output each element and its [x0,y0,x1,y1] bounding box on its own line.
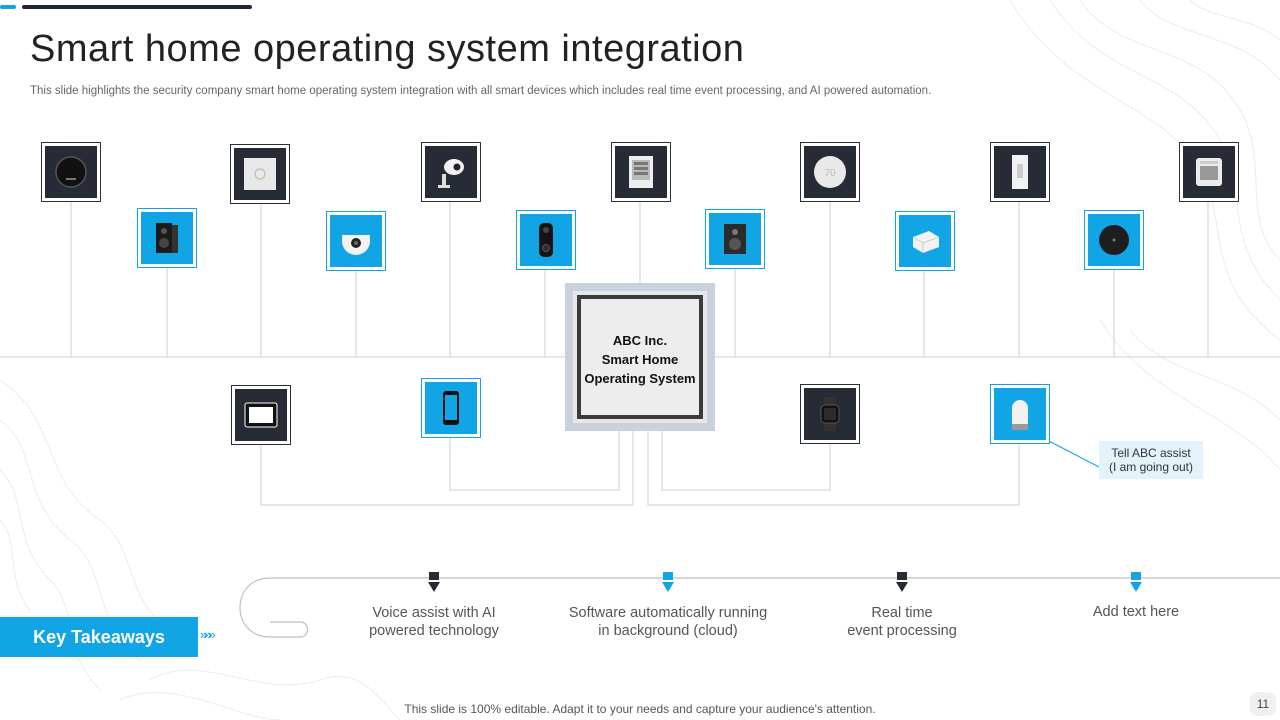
device-tile-video-doorbell[interactable] [516,210,576,270]
takeaway-3-line-2: event processing [847,623,957,639]
timeline-marker-4 [1130,572,1142,592]
device-tile-subwoofer[interactable] [705,209,765,269]
robot-vacuum-icon [55,156,87,188]
air-purifier-icon [1196,158,1222,186]
speaker-icon [156,223,178,253]
device-tile-tablet[interactable] [231,385,291,445]
takeaway-2-line-1: Software automatically running [568,605,768,621]
smart-home-os-hub[interactable]: ABC Inc. Smart Home Operating System [565,283,715,431]
device-tile-smartphone[interactable] [421,378,481,438]
device-tile-robot-vacuum[interactable] [41,142,101,202]
smartwatch-icon [820,397,840,431]
chevron-arrows-icon: »»» [200,627,216,642]
device-tile-smartwatch[interactable] [800,384,860,444]
subwoofer-icon [724,224,746,254]
device-tile-smart-switch[interactable] [230,144,290,204]
tablet-icon [244,402,278,428]
page-subtitle: This slide highlights the security compa… [30,85,932,97]
device-tile-smart-panel[interactable] [611,142,671,202]
device-tile-air-purifier[interactable] [1179,142,1239,202]
takeaway-3-line-1: Real time [871,605,933,621]
hub-frame [577,295,703,419]
takeaway-4-line-1[interactable]: Add text here [1092,604,1180,620]
assist-callout-line-2: (I am going out) [1108,460,1194,474]
device-tile-voice-assistant[interactable] [990,384,1050,444]
footer-note: This slide is 100% editable. Adapt it to… [404,702,876,716]
takeaway-item-3: Real time event processing [782,604,1022,640]
video-doorbell-icon [539,223,553,257]
timeline-marker-3 [896,572,908,592]
device-tile-dome-camera[interactable] [326,211,386,271]
hub-line-3: Operating System [584,371,696,386]
smartphone-icon [443,391,459,425]
smart-plug-icon [912,231,940,253]
takeaway-2-line-2: in background (cloud) [598,623,738,639]
page-number: 11 [1250,692,1276,716]
device-tile-door-sensor[interactable] [990,142,1050,202]
door-sensor-icon [1012,155,1028,189]
security-camera-icon [438,159,464,188]
top-dark-bar [22,5,252,9]
device-tile-security-camera[interactable] [421,142,481,202]
takeaway-item-1: Voice assist with AI powered technology [314,604,554,640]
takeaway-item-4[interactable]: Add text here [1016,603,1256,621]
hub-photo: ABC Inc. Smart Home Operating System [573,291,707,423]
device-tile-smart-plug[interactable] [895,211,955,271]
hub-company: ABC Inc. [612,333,668,348]
device-tile-thermostat[interactable]: 70 [800,142,860,202]
timeline-marker-2 [662,572,674,592]
svg-text:70: 70 [824,168,836,179]
hub-label: ABC Inc. Smart Home Operating System [573,331,707,388]
page-title: Smart home operating system integration [30,28,745,70]
dome-camera-icon [342,235,370,255]
thermostat-icon: 70 [814,156,846,188]
assist-callout: Tell ABC assist (I am going out) [1099,441,1203,479]
takeaway-1-line-1: Voice assist with AI [372,605,496,621]
device-tile-smart-hub[interactable] [1084,210,1144,270]
timeline-marker-1 [428,572,440,592]
smart-panel-icon [629,156,653,188]
hub-line-2: Smart Home [601,352,679,367]
top-accent-bar [0,5,16,9]
device-tile-speaker[interactable] [137,208,197,268]
smart-switch-icon [244,158,276,190]
takeaway-1-line-2: powered technology [369,623,499,639]
key-takeaways-banner: Key Takeaways [0,617,198,657]
smart-hub-icon [1099,225,1129,255]
voice-assistant-icon [1012,400,1028,430]
assist-callout-line-1: Tell ABC assist [1111,446,1191,460]
takeaway-item-2: Software automatically running in backgr… [548,604,788,640]
